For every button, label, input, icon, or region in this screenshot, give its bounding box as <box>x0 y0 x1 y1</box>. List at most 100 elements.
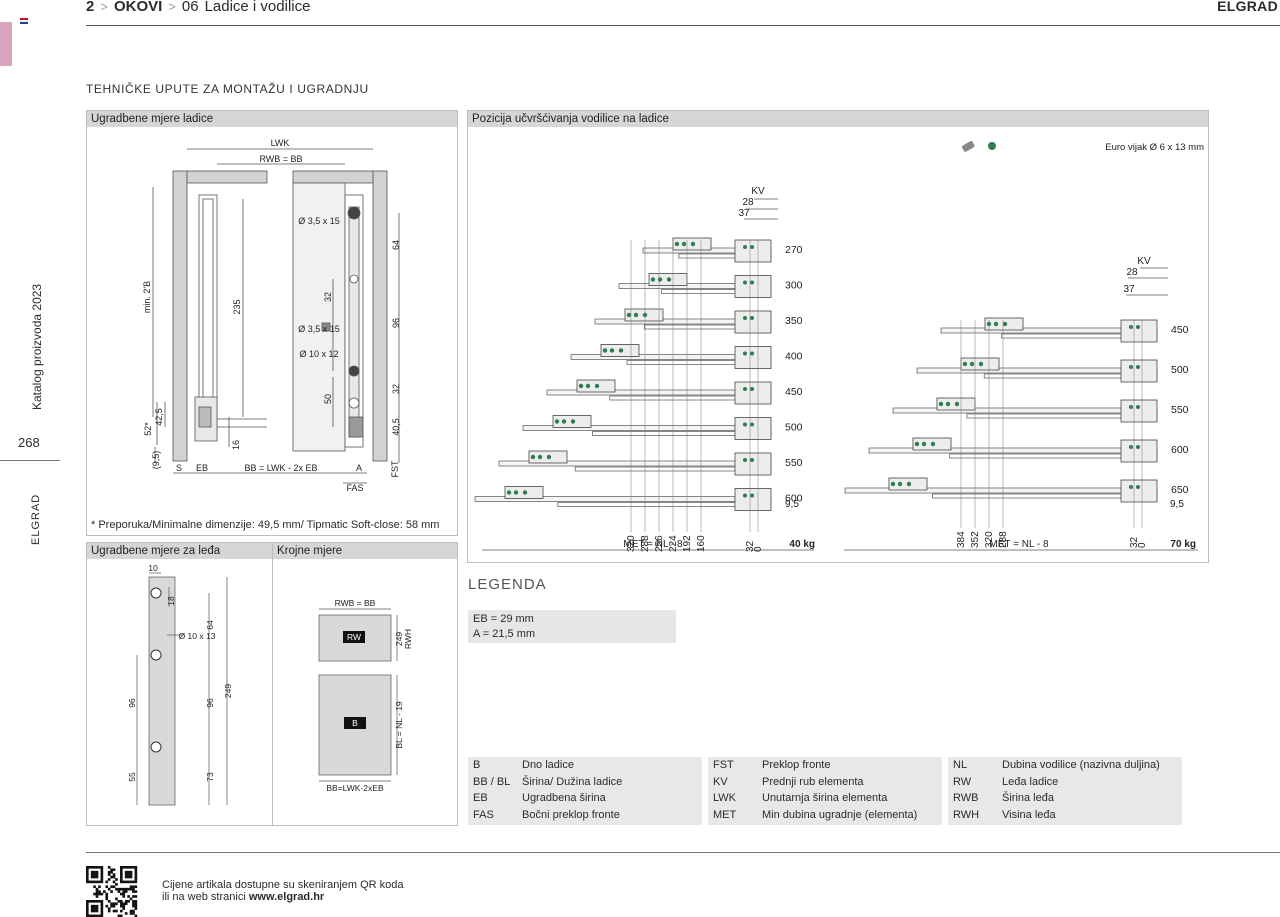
bottom-dim-label: 320 <box>984 531 995 548</box>
rail-500: 500 <box>522 415 803 440</box>
abbr-row: B Dno ladice <box>468 757 702 774</box>
back-label-96-a: 96 <box>127 698 137 708</box>
cut-label-rw: RW <box>347 632 361 642</box>
abbr-key: EB <box>473 792 488 804</box>
cut-label-bl: BL = NL - 19 <box>394 701 404 749</box>
label-42-5: 42,5 <box>154 408 164 426</box>
abbr-value: Širina/ Dužina ladice <box>522 775 623 788</box>
left-9-5: 9,5 <box>785 499 799 510</box>
chevron-right-icon: > <box>168 0 176 14</box>
install-note: * Preporuka/Minimalne dimenzije: 49,5 mm… <box>91 519 440 531</box>
back-label-249: 249 <box>223 684 233 698</box>
label-screw-2: Ø 3,5 x 15 <box>298 324 340 334</box>
bottom-dim-label: 288 <box>998 531 1009 548</box>
bottom-dim-label: 288 <box>640 535 651 552</box>
panel-title: Krojne mjere <box>273 543 457 559</box>
abbr-key: FAS <box>473 808 494 821</box>
abbr-value: Prednji rub elementa <box>762 775 864 788</box>
back-label-96-b: 96 <box>205 698 215 708</box>
bottom-dim-label: 320 <box>626 535 637 552</box>
page-number: 268 <box>18 435 40 450</box>
rail-size-label: 500 <box>785 422 803 434</box>
crumb-chapter-number[interactable]: 2 <box>86 0 95 15</box>
rail-size-label: 650 <box>1171 484 1189 496</box>
rail-size-label: 400 <box>785 351 803 363</box>
chevron-right-icon: > <box>100 0 108 14</box>
abbr-key: KV <box>713 775 728 788</box>
rail-size-label: 600 <box>785 493 803 505</box>
left-28: 28 <box>742 197 754 208</box>
rail-position-diagram: Euro vijak Ø 6 x 13 mm 27030035040045050… <box>474 141 1204 552</box>
abbr-key: MET <box>713 808 737 821</box>
abbr-value: Bočni preklop fronte <box>522 808 620 821</box>
footer-divider <box>86 852 1280 853</box>
abbr-value: Dubina vodilice (nazivna duljina) <box>1002 759 1160 771</box>
crumb-sub-number[interactable]: 06 <box>181 0 199 15</box>
left-load: 40 kg <box>789 539 815 550</box>
bottom-dim-label: 160 <box>696 535 707 552</box>
abbr-value: Preklop fronte <box>762 759 831 771</box>
back-label-18: 18 <box>166 596 176 606</box>
rail-500: 500 <box>916 357 1189 383</box>
label-40-5: 40,5 <box>391 418 401 436</box>
label-52: 52* <box>143 422 153 436</box>
abbr-key: RWB <box>953 792 979 804</box>
abbr-key: BB / BL <box>473 775 511 788</box>
bottom-dim-label: 32 <box>1129 536 1140 548</box>
legend-item: A = 21,5 mm <box>473 628 536 640</box>
bottom-dim-label: 0 <box>753 546 764 552</box>
back-label-73: 73 <box>205 772 215 782</box>
screw-label: Euro vijak Ø 6 x 13 mm <box>1105 142 1204 153</box>
right-kv: KV <box>1137 256 1151 267</box>
label-fst: FST <box>390 460 400 478</box>
cut-label-rwb: RWB = BB <box>335 598 376 608</box>
label-lwk: LWK <box>271 138 290 148</box>
rail-size-label: 450 <box>785 386 803 398</box>
label-32-b: 32 <box>391 384 401 394</box>
abbr-value: Leđa ladice <box>1002 775 1059 788</box>
label-32-a: 32 <box>323 292 333 302</box>
label-a: A <box>356 463 362 473</box>
right-met: MET = NL - 8 <box>989 539 1049 550</box>
rail-size-label: 600 <box>1171 444 1189 456</box>
rail-size-label: 500 <box>1171 364 1189 376</box>
sidebar-divider <box>0 460 60 461</box>
right-load: 70 kg <box>1170 539 1196 550</box>
bottom-dim-label: 0 <box>1137 542 1148 548</box>
abbr-column-1: B Dno ladice BB / BL Širina/ Dužina ladice… <box>468 757 702 825</box>
abbr-key: B <box>473 759 481 771</box>
cut-sizes-diagram: RWB = BB RW 249 RWH B BL = NL - 19 BB=LW… <box>318 598 413 793</box>
left-kv: KV <box>751 186 765 197</box>
brand-logo-text: ELGRAD <box>1217 0 1278 14</box>
flag-icon <box>20 18 28 25</box>
abbr-key: RW <box>953 775 972 788</box>
label-50: 50 <box>323 394 333 404</box>
back-label-10: 10 <box>148 563 158 573</box>
panel-cut-sizes: Krojne mjere RWB = BB RW 249 RWH B BL = … <box>272 542 458 826</box>
rail-size-label: 550 <box>785 457 803 469</box>
crumb-subsection[interactable]: Ladice i vodilice <box>204 0 311 15</box>
right-28: 28 <box>1126 267 1138 278</box>
label-dowel: Ø 10 x 12 <box>299 349 338 359</box>
bottom-dim-label: 256 <box>654 535 665 552</box>
page-header: 2 > OKOVI > 06 Ladice i vodilice ELGRAD <box>86 0 1280 26</box>
rail-size-label: 550 <box>1171 404 1189 416</box>
panel-title: Ugradbene mjere ladice <box>87 111 457 127</box>
legend-box: EB = 29 mm A = 21,5 mm <box>468 610 676 643</box>
rail-size-label: 350 <box>785 315 803 327</box>
label-s: S <box>176 463 182 473</box>
crumb-section[interactable]: OKOVI <box>113 0 163 15</box>
website-link[interactable]: www.elgrad.hr <box>248 891 325 903</box>
breadcrumb: 2 > OKOVI > 06 Ladice i vodilice <box>86 0 310 15</box>
chapter-tab <box>0 22 12 66</box>
label-min: min. 2'B <box>142 281 152 313</box>
bottom-dim-label: 384 <box>956 531 967 548</box>
abbr-value: Dno ladice <box>522 759 574 771</box>
qr-code-icon[interactable] <box>86 866 138 917</box>
abbr-value: Unutarnja širina elementa <box>762 792 888 804</box>
panel-drawer-install: Ugradbene mjere ladice <box>86 110 458 536</box>
